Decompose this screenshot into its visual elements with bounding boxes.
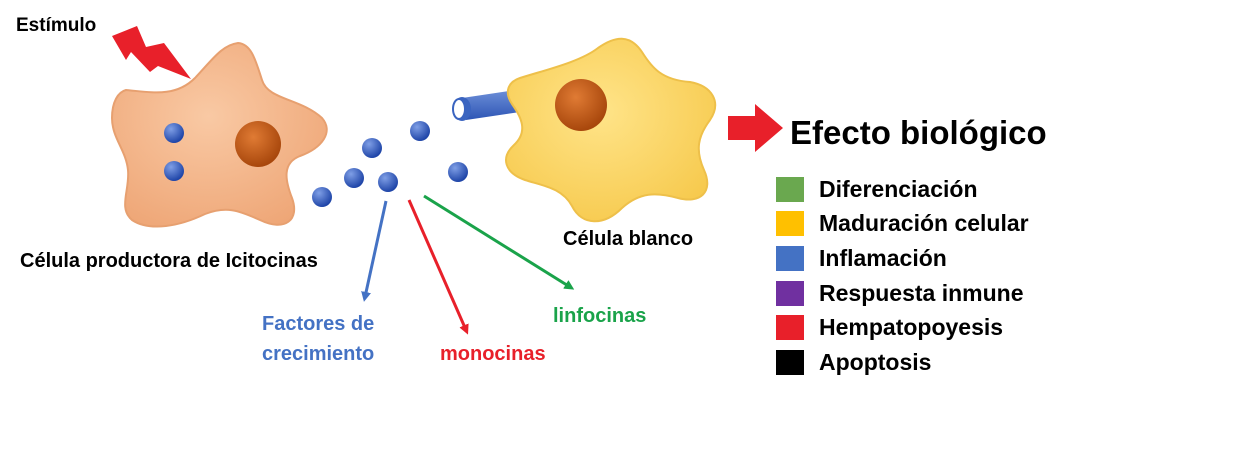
- legend-swatch: [776, 211, 804, 237]
- legend-label: Apoptosis: [819, 348, 932, 375]
- legend-item-hematopoiesis: Hempatopoyesis: [776, 310, 1029, 345]
- producer-nucleus: [235, 121, 281, 167]
- stimulus-bolt-icon: [112, 26, 191, 79]
- legend-label: Maduración celular: [819, 210, 1029, 237]
- producer-cell: [110, 41, 328, 228]
- legend-swatch: [776, 245, 804, 271]
- biological-effect-title: Efecto biológico: [790, 114, 1047, 151]
- cytokine-dot: [378, 172, 398, 192]
- legend-item-immune-response: Respuesta inmune: [776, 276, 1029, 311]
- legend-item-maturation: Maduración celular: [776, 207, 1029, 242]
- effect-arrow-icon: [728, 104, 783, 152]
- legend-item-differentiation: Diferenciación: [776, 172, 1029, 207]
- target-cell: [505, 37, 717, 223]
- legend-swatch: [776, 349, 804, 375]
- legend-label: Hempatopoyesis: [819, 314, 1004, 341]
- legend-swatch: [776, 176, 804, 202]
- legend-item-apoptosis: Apoptosis: [776, 345, 1029, 380]
- legend-label: Respuesta inmune: [819, 279, 1024, 306]
- cytokine-dot: [362, 138, 382, 158]
- producer-cell-label: Célula productora de Icitocinas: [20, 250, 318, 272]
- effect-legend: Diferenciación Maduración celular Inflam…: [776, 172, 1029, 380]
- target-cell-label: Célula blanco: [563, 228, 694, 250]
- cytokine-dot: [448, 162, 468, 182]
- lymphokines-arrow: [423, 194, 575, 290]
- legend-item-inflammation: Inflamación: [776, 241, 1029, 276]
- target-nucleus: [555, 79, 607, 131]
- cytokine-dot: [344, 168, 364, 188]
- lymphokines-label: linfocinas: [553, 305, 647, 327]
- monokines-arrow: [407, 199, 469, 335]
- cytokine-dot: [312, 187, 332, 207]
- legend-swatch: [776, 315, 804, 341]
- legend-label: Inflamación: [819, 244, 947, 271]
- cytokine-dot: [410, 121, 430, 141]
- growth-factors-arrow: [361, 200, 388, 302]
- receptor: [452, 90, 520, 121]
- cytokine-dot: [164, 161, 184, 181]
- growth-factors-label-line2: crecimiento: [262, 343, 375, 365]
- monokines-label: monocinas: [440, 343, 546, 365]
- growth-factors-label-line1: Factores de: [262, 313, 375, 335]
- cytokine-dot: [164, 123, 184, 143]
- legend-label: Diferenciación: [819, 175, 978, 202]
- legend-swatch: [776, 280, 804, 306]
- stimulus-label: Estímulo: [16, 15, 97, 36]
